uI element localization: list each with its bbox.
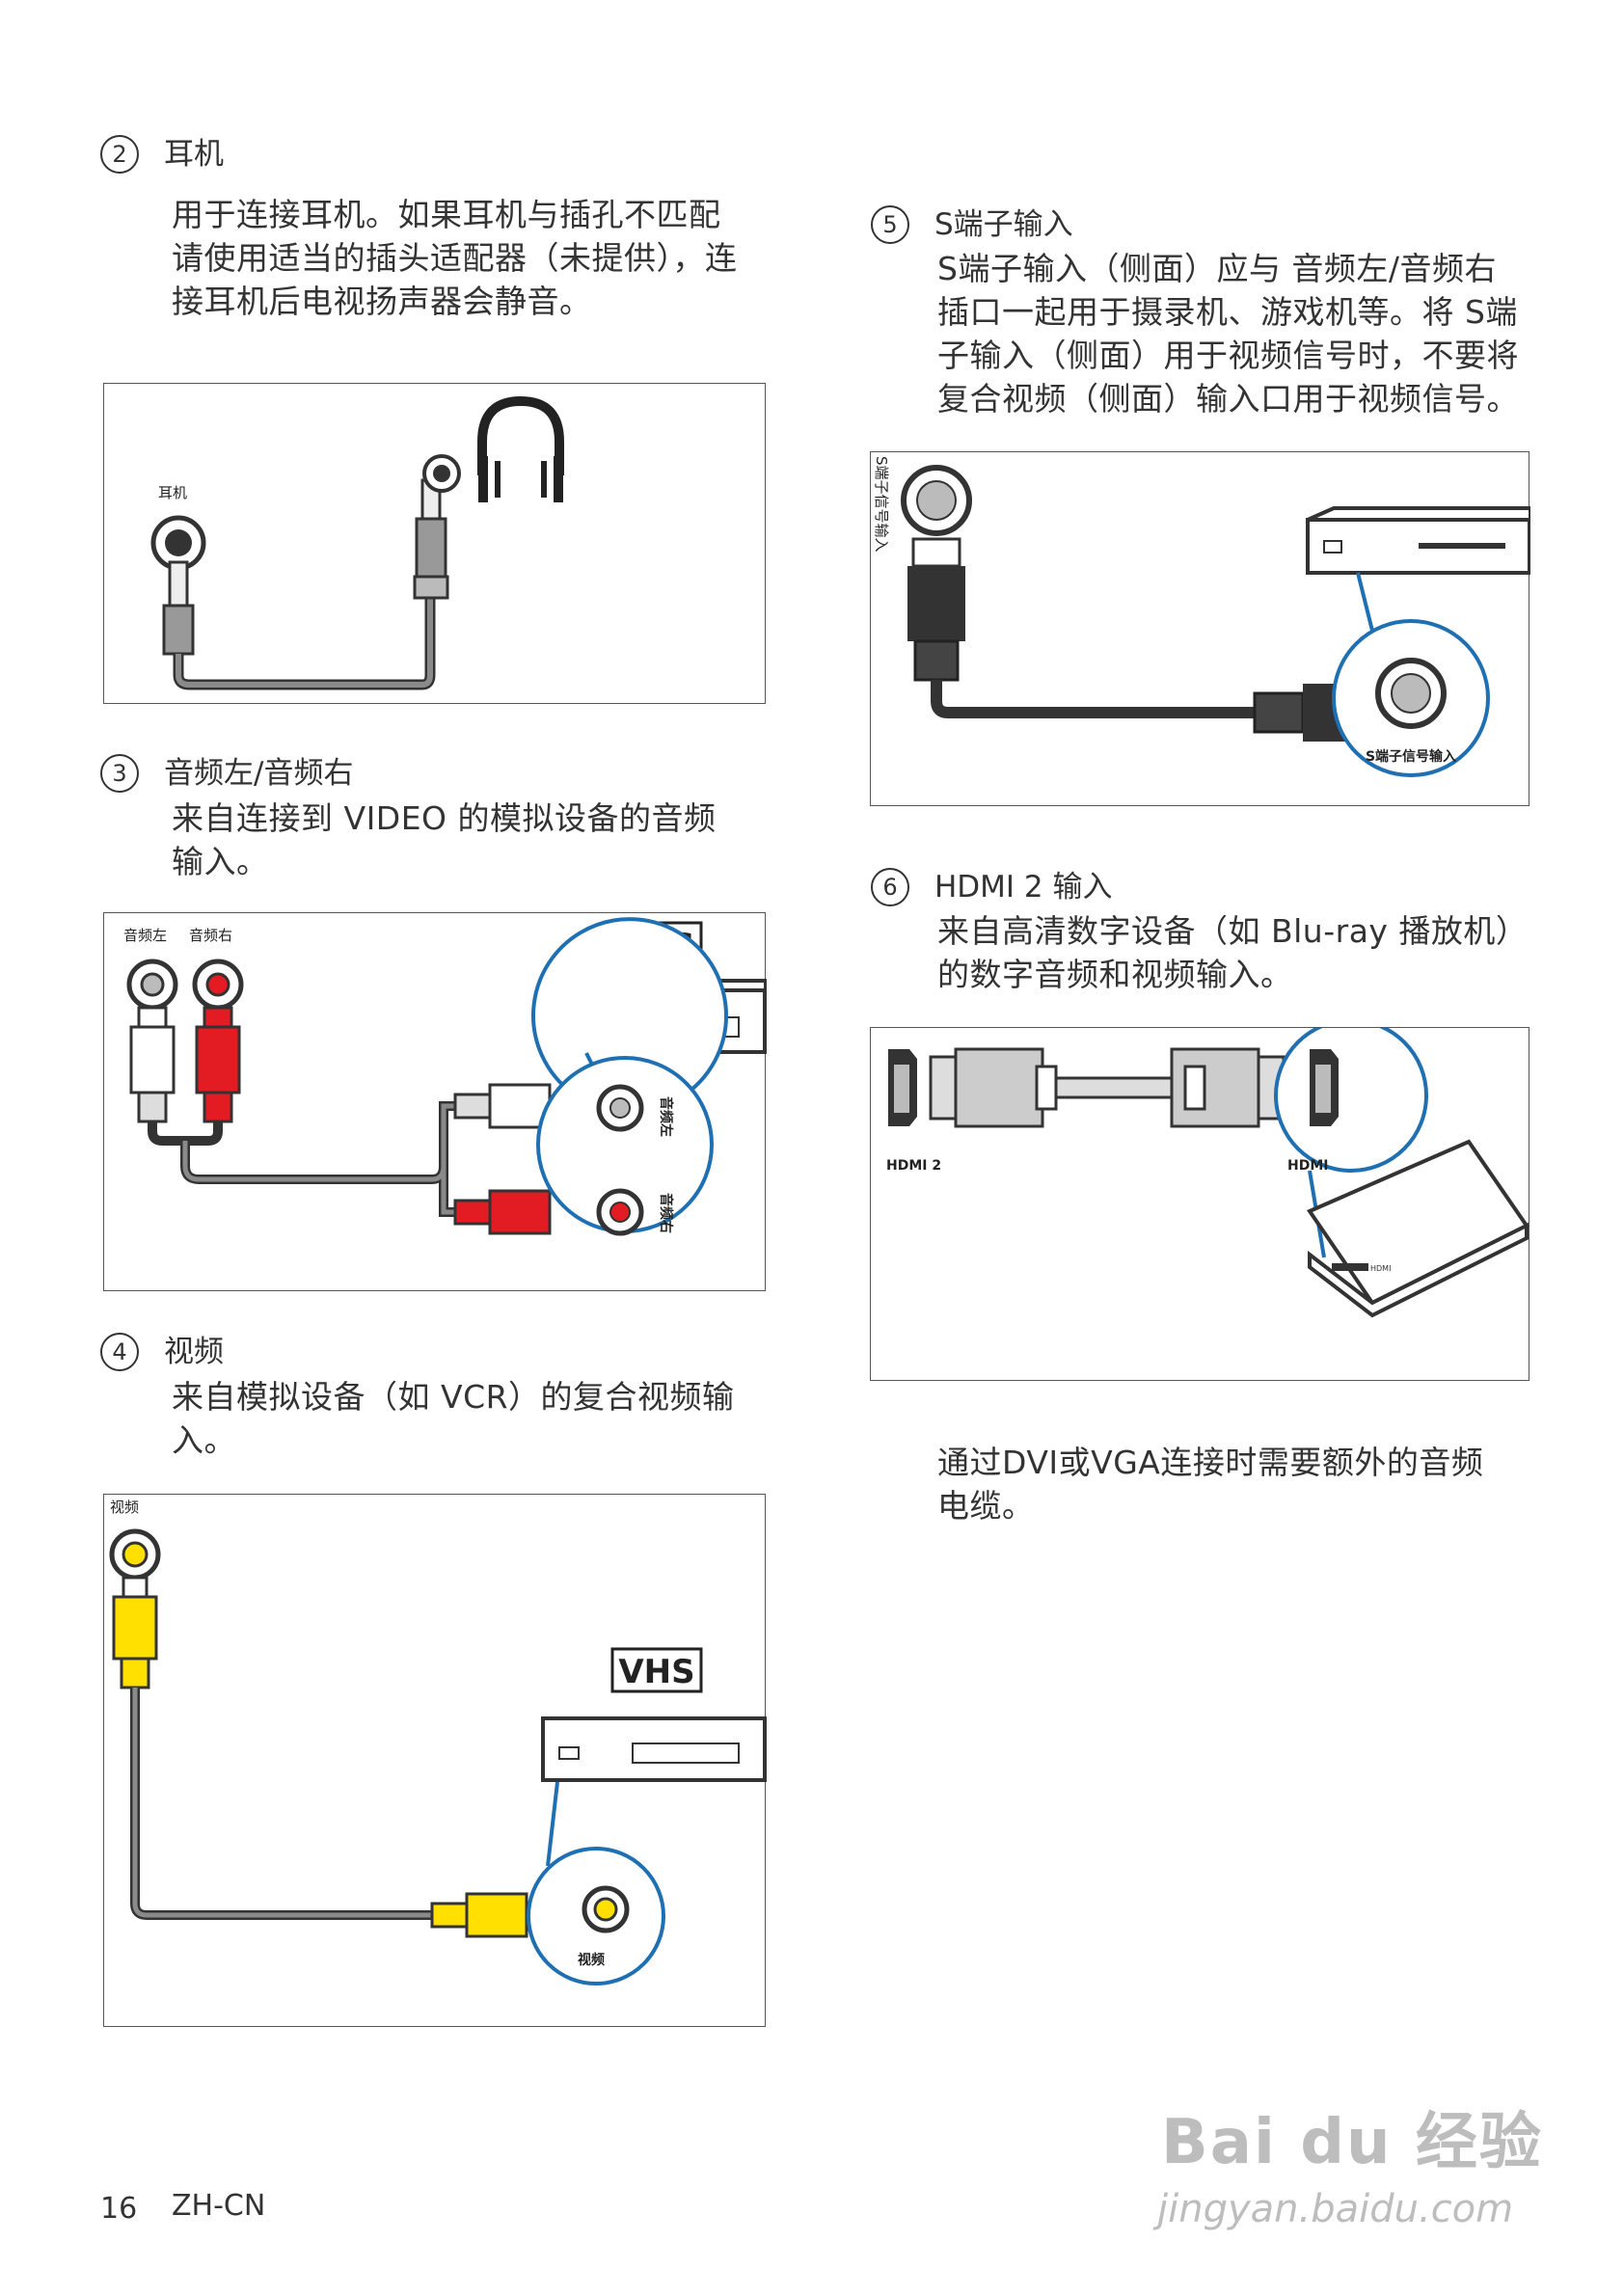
text-line: 来自高清数字设备（如 Blu-ray 播放机） [937,912,1529,950]
text-line: 请使用适当的插头适配器（未提供），连 [172,239,738,277]
text-line: 的数字音频和视频输入。 [937,956,1293,993]
plug-icon [168,560,189,608]
text-line: 插口一起用于摄录机、游戏机等。将 S端 [937,293,1518,331]
baidu-watermark-url: jingyan.baidu.com [1157,2187,1514,2231]
hdmi-plug-icon [929,1055,958,1121]
section-audio-header: 3 音频左/音频右 [100,754,353,793]
jack-audio-left-label: 音频左 [658,1096,674,1137]
text-line: S端子输入（侧面）应与 音频左/音频右 [937,250,1498,287]
hdmi-diagram: HDMI 2 HDMI HDMI [870,1027,1529,1381]
text-line: 复合视频（侧面）输入口用于视频信号。 [937,380,1519,418]
section-video-text: 来自模拟设备（如 VCR）的复合视频输 入。 [172,1375,735,1462]
hdmi2-label: HDMI 2 [886,1158,941,1174]
yellow-rca-plug-icon [122,1576,149,1599]
jack-callout [1274,1028,1428,1173]
laptop-port-label: HDMI [1370,1264,1391,1273]
red-rca-plug-icon [203,1006,233,1029]
note-text: 通过DVI或VGA连接时需要额外的音频 电缆。 [937,1441,1483,1527]
headphone-jack-label: 耳机 [158,484,187,501]
step-number: 5 [871,205,909,244]
language-code: ZH-CN [172,2189,266,2223]
jack-audio-right-label: 音频右 [658,1193,674,1233]
svg-text:VHS: VHS [618,1653,694,1691]
section-hdmi-text: 来自高清数字设备（如 Blu-ray 播放机） 的数字音频和视频输入。 [937,909,1528,996]
headphone-cable [173,596,436,690]
text-line: 接耳机后电视扬声器会静音。 [172,283,592,320]
text-line: 来自连接到 VIDEO 的模拟设备的音频 [172,799,717,837]
text-line: 通过DVI或VGA连接时需要额外的音频 [937,1444,1484,1481]
section-svideo-text: S端子输入（侧面）应与 音频左/音频右 插口一起用于摄录机、游戏机等。将 S端 … [937,247,1519,420]
section-headphone-header: 2 耳机 [100,135,224,174]
headphone-diagram: 耳机 [103,383,766,704]
baidu-watermark-logo: Bai du 经验 [1161,2107,1543,2178]
text-line: 入。 [172,1421,236,1459]
video-cable [130,1688,432,1920]
hdmi-label: HDMI [1287,1158,1328,1174]
hdmi-cable [1054,1076,1174,1099]
step-number: 3 [100,754,139,793]
video-jack-label: 视频 [110,1499,139,1516]
text-line: 输入。 [172,843,269,880]
text-line: 电缆。 [937,1487,1035,1525]
section-svideo-header: 5 S端子输入 [871,205,1073,244]
headphones-icon [477,395,564,475]
section-hdmi-header: 6 HDMI 2 输入 [871,868,1113,906]
vhs-logo [610,1647,703,1693]
text-line: 子输入（侧面）用于视频信号时，不要将 [937,337,1519,374]
svideo-diagram: S端子信号输入 S端子信号输入 [870,451,1530,806]
section-headphone-text: 用于连接耳机。如果耳机与插孔不匹配 请使用适当的插头适配器（未提供），连 接耳机… [172,193,738,323]
svideo-side-label: S端子信号输入 [873,456,890,553]
audio-right-label: 音频右 [189,927,232,944]
plug-icon [415,517,447,579]
section-audio-text: 来自连接到 VIDEO 的模拟设备的音频 输入。 [172,797,717,883]
page-number: 16 [100,2192,138,2226]
section-title: S端子输入 [934,207,1073,242]
text-line: 用于连接耳机。如果耳机与插孔不匹配 [172,196,721,233]
jack-svideo-label: S端子信号输入 [1366,748,1456,765]
step-number: 2 [100,135,139,174]
step-number: 4 [100,1333,139,1371]
jack-callout [531,917,728,1114]
section-title: 音频左/音频右 [164,756,354,791]
section-title: HDMI 2 输入 [934,870,1113,905]
audio-left-label: 音频左 [123,927,167,944]
section-title: 耳机 [164,137,224,172]
audio-diagram: 音频左 音频右 VHS 音 [103,912,767,1291]
jack-video-label: 视频 [578,1952,605,1968]
step-number: 6 [871,868,909,906]
section-title: 视频 [164,1335,224,1369]
video-diagram: 视频 VHS 视频 [103,1494,767,2027]
svideo-cable [931,680,1255,718]
svideo-plug-icon [911,537,961,568]
white-rca-plug-icon [137,1006,168,1029]
text-line: 来自模拟设备（如 VCR）的复合视频输 [172,1378,735,1416]
section-video-header: 4 视频 [100,1333,224,1371]
